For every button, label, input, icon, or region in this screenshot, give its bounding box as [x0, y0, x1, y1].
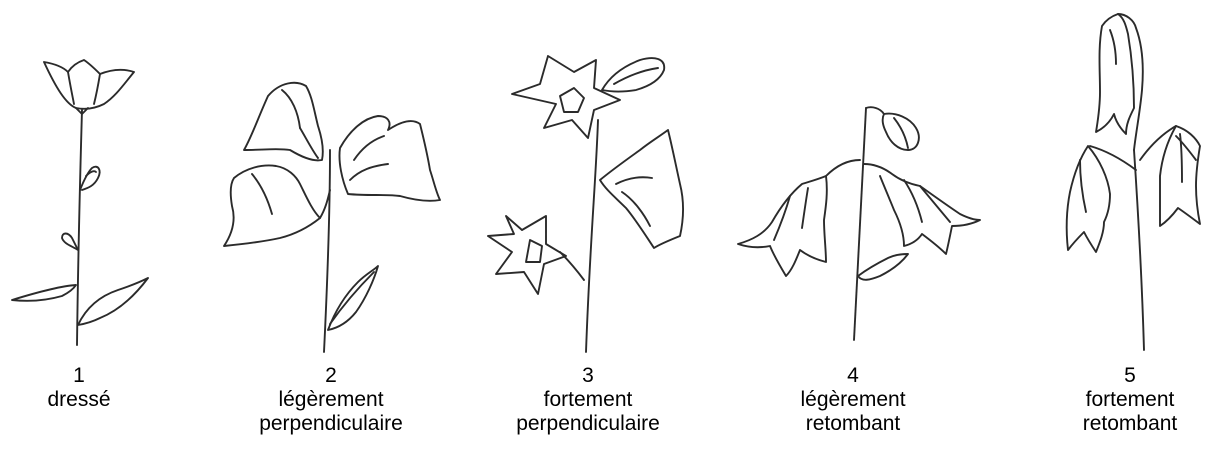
stage-2-caption: 2 légèrement perpendiculaire: [259, 364, 403, 436]
stage-3-number: 3: [516, 364, 660, 388]
stage-1-number: 1: [47, 364, 110, 388]
stage-4-label-line-1: légèrement: [800, 388, 905, 412]
stage-4-number: 4: [800, 364, 905, 388]
upright-bellflower-icon: [12, 60, 148, 345]
stage-2-label-line-2: perpendiculaire: [259, 412, 403, 436]
slightly-drooping-bellflower-icon: [738, 107, 980, 340]
strongly-perpendicular-bellflower-icon: [488, 56, 683, 352]
stage-2-number: 2: [259, 364, 403, 388]
stage-5-caption: 5 fortement retombant: [1083, 364, 1178, 436]
illustrations: [0, 0, 1210, 360]
stage-1-caption: 1 dressé: [47, 364, 110, 412]
stage-3-label-line-2: perpendiculaire: [516, 412, 660, 436]
stage-4-label-line-2: retombant: [800, 412, 905, 436]
strongly-drooping-bellflower-icon: [1067, 14, 1200, 350]
stage-3-label-line-1: fortement: [516, 388, 660, 412]
stage-5-number: 5: [1083, 364, 1178, 388]
stage-3-caption: 3 fortement perpendiculaire: [516, 364, 660, 436]
stage-4-caption: 4 légèrement retombant: [800, 364, 905, 436]
stage-5-label-line-2: retombant: [1083, 412, 1178, 436]
stage-5-label-line-1: fortement: [1083, 388, 1178, 412]
stage-1-label-line-1: dressé: [47, 388, 110, 412]
slightly-perpendicular-bellflower-icon: [224, 83, 440, 352]
stage-2-label-line-1: légèrement: [259, 388, 403, 412]
